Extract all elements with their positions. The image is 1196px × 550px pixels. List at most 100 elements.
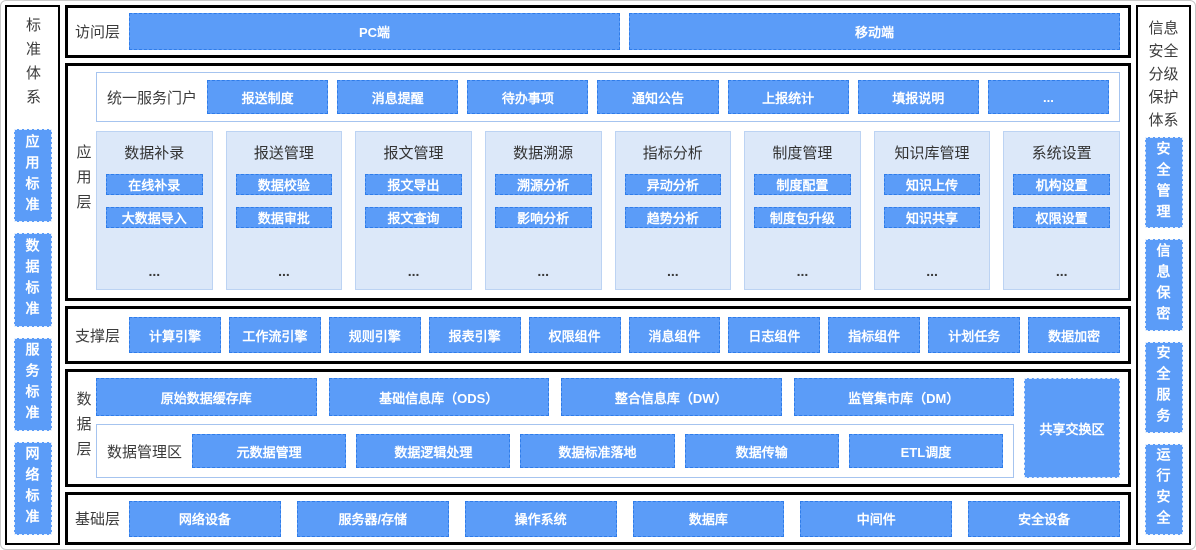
support-item: 数据加密 xyxy=(1028,317,1121,353)
module-items: 机构设置权限设置 xyxy=(1013,174,1110,228)
data-layer: 数据层 原始数据缓存库基础信息库（ODS）整合信息库（DW）监管集市库（DM） … xyxy=(65,369,1131,487)
layer-stack: 访问层 PC端移动端 应用层 统一服务门户 报送制度消息提醒待办事项通知公告上报… xyxy=(65,5,1131,545)
module-item: 在线补录 xyxy=(106,174,203,195)
module-more-ellipsis: ... xyxy=(926,263,938,279)
module-items: 制度配置制度包升级 xyxy=(754,174,851,228)
module-panel: 指标分析 异动分析趋势分析 ... xyxy=(614,131,732,290)
module-title: 系统设置 xyxy=(1031,145,1092,162)
portal-items: 报送制度消息提醒待办事项通知公告上报统计填报说明... xyxy=(207,80,1109,114)
data-layer-content: 原始数据缓存库基础信息库（ODS）整合信息库（DW）监管集市库（DM） 数据管理… xyxy=(96,378,1014,478)
support-item: 消息组件 xyxy=(628,317,721,353)
data-store: 监管集市库（DM） xyxy=(793,378,1014,416)
module-items: 知识上传知识共享 xyxy=(883,174,981,228)
support-item: 工作流引擎 xyxy=(228,317,321,353)
security-item: 安全管理 xyxy=(1144,137,1183,229)
support-layer-label: 支撑层 xyxy=(75,327,121,345)
data-management-label: 数据管理区 xyxy=(107,443,183,461)
security-sidebar-title: 信息安全分级保护体系 xyxy=(1148,20,1179,129)
standards-sidebar-title: 标准体系 xyxy=(24,17,41,113)
data-management-item: 元数据管理 xyxy=(192,434,347,468)
infrastructure-layer: 基础层 网络设备服务器/存储操作系统数据库中间件安全设备 xyxy=(65,492,1131,545)
module-items: 报文导出报文查询 xyxy=(365,174,462,228)
module-title: 指标分析 xyxy=(642,145,703,162)
module-title: 报文管理 xyxy=(383,145,444,162)
support-item: 权限组件 xyxy=(528,317,621,353)
module-item: 权限设置 xyxy=(1013,207,1110,228)
module-item: 制度配置 xyxy=(754,174,851,195)
support-layer: 支撑层 计算引擎工作流引擎规则引擎报表引擎权限组件消息组件日志组件指标组件计划任… xyxy=(65,306,1131,364)
support-item: 计算引擎 xyxy=(129,317,221,353)
security-item: 运行安全 xyxy=(1144,443,1183,535)
data-management-item: 数据传输 xyxy=(684,434,839,468)
module-item: 溯源分析 xyxy=(494,174,592,195)
application-modules: 数据补录 在线补录大数据导入 ... 报送管理 数据校验数据审批 ... 报文管… xyxy=(96,131,1120,290)
module-more-ellipsis: ... xyxy=(1055,263,1068,279)
infrastructure-item: 安全设备 xyxy=(968,500,1120,537)
portal-item: 报送制度 xyxy=(207,80,329,114)
infrastructure-item: 中间件 xyxy=(800,500,953,537)
infrastructure-items: 网络设备服务器/存储操作系统数据库中间件安全设备 xyxy=(129,500,1120,537)
application-content: 统一服务门户 报送制度消息提醒待办事项通知公告上报统计填报说明... 数据补录 … xyxy=(96,72,1120,290)
support-item: 报表引擎 xyxy=(428,317,521,353)
module-items: 溯源分析影响分析 xyxy=(494,174,592,228)
access-layer-label: 访问层 xyxy=(75,24,121,41)
access-item: 移动端 xyxy=(629,13,1121,50)
portal-item: 消息提醒 xyxy=(337,80,459,114)
portal-item: 通知公告 xyxy=(597,80,719,114)
security-item: 安全服务 xyxy=(1144,341,1183,433)
module-item: 数据校验 xyxy=(235,174,333,195)
module-title: 报送管理 xyxy=(253,145,314,162)
module-more-ellipsis: ... xyxy=(666,263,679,279)
standard-item: 服务标准 xyxy=(13,337,52,431)
application-layer-label: 应用层 xyxy=(74,143,92,219)
shared-exchange-zone: 共享交换区 xyxy=(1024,378,1120,478)
module-title: 数据补录 xyxy=(124,145,185,162)
module-title: 数据溯源 xyxy=(513,145,574,162)
support-item: 指标组件 xyxy=(828,317,921,353)
application-layer: 应用层 统一服务门户 报送制度消息提醒待办事项通知公告上报统计填报说明... 数… xyxy=(65,63,1131,301)
module-panel: 报文管理 报文导出报文查询 ... xyxy=(355,131,472,290)
module-panel: 制度管理 制度配置制度包升级 ... xyxy=(744,131,861,290)
data-management-item: 数据标准落地 xyxy=(520,434,675,468)
module-item: 数据审批 xyxy=(235,207,333,228)
infrastructure-item: 数据库 xyxy=(632,500,785,537)
unified-service-portal: 统一服务门户 报送制度消息提醒待办事项通知公告上报统计填报说明... xyxy=(96,72,1120,122)
portal-item: 待办事项 xyxy=(467,80,589,114)
module-item: 趋势分析 xyxy=(624,207,722,228)
portal-label: 统一服务门户 xyxy=(107,89,198,107)
module-title: 知识库管理 xyxy=(894,145,970,162)
module-item: 制度包升级 xyxy=(754,207,851,228)
module-panel: 报送管理 数据校验数据审批 ... xyxy=(225,131,343,290)
module-item: 报文查询 xyxy=(365,207,462,228)
security-sidebar: 信息安全分级保护体系 安全管理信息保密安全服务运行安全 xyxy=(1136,5,1191,545)
support-item: 计划任务 xyxy=(928,317,1021,353)
infrastructure-item: 服务器/存储 xyxy=(296,500,449,537)
access-item: PC端 xyxy=(129,13,621,50)
portal-item: 填报说明 xyxy=(857,80,979,114)
data-management-item: 数据逻辑处理 xyxy=(356,434,511,468)
security-items: 安全管理信息保密安全服务运行安全 xyxy=(1138,135,1189,535)
module-more-ellipsis: ... xyxy=(407,263,420,279)
module-items: 在线补录大数据导入 xyxy=(106,174,203,228)
module-item: 大数据导入 xyxy=(106,207,203,228)
data-stores: 原始数据缓存库基础信息库（ODS）整合信息库（DW）监管集市库（DM） xyxy=(96,378,1014,416)
module-panel: 知识库管理 知识上传知识共享 ... xyxy=(873,131,991,290)
access-items: PC端移动端 xyxy=(129,13,1121,50)
data-store: 原始数据缓存库 xyxy=(96,378,317,416)
module-panel: 数据补录 在线补录大数据导入 ... xyxy=(96,131,213,290)
support-item: 规则引擎 xyxy=(328,317,421,353)
module-more-ellipsis: ... xyxy=(537,263,550,279)
module-more-ellipsis: ... xyxy=(796,263,809,279)
standard-item: 网络标准 xyxy=(13,441,52,535)
module-more-ellipsis: ... xyxy=(148,263,161,279)
module-item: 影响分析 xyxy=(494,207,592,228)
portal-item: ... xyxy=(987,80,1109,114)
standard-item: 数据标准 xyxy=(13,233,52,327)
data-layer-label: 数据层 xyxy=(74,390,92,466)
module-item: 知识上传 xyxy=(883,174,981,195)
module-item: 机构设置 xyxy=(1013,174,1110,195)
data-store: 整合信息库（DW） xyxy=(561,378,782,416)
module-items: 数据校验数据审批 xyxy=(235,174,333,228)
infrastructure-item: 网络设备 xyxy=(129,500,281,537)
